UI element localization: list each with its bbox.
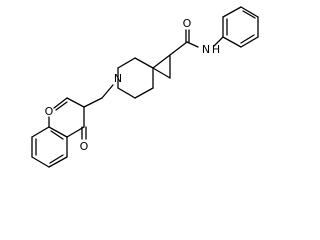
molecule-canvas: O N H N O O: [31, 6, 259, 168]
piperidine-nitrogen-label: N: [114, 72, 122, 85]
bond-n-ch2: [101, 84, 114, 99]
cyclopropane-ring: [152, 54, 171, 79]
phenyl-ring: [222, 6, 259, 48]
amide-hydrogen-label: H: [212, 43, 220, 56]
bond-n-carbonyl: [186, 41, 199, 48]
molecule-structure: O N H N O O: [31, 6, 259, 168]
bonds: [31, 6, 259, 168]
bond-ch2-chromone: [83, 97, 103, 108]
atom-labels: O N H N O O: [45, 17, 220, 153]
amide-oxygen-label: O: [183, 17, 192, 30]
piperidine-ring: [117, 57, 154, 99]
ketone-oxygen-label: O: [80, 140, 89, 153]
benzo-ring: [31, 126, 68, 168]
bond-carbonyl-cyclopropane: [169, 41, 188, 56]
amide-nitrogen-label: N: [202, 43, 210, 56]
ring-oxygen-label: O: [45, 105, 54, 118]
ketone-double-bond: [81, 126, 87, 140]
carbonyl-double-bond: [185, 29, 190, 43]
bond-n-phenyl: [213, 36, 224, 47]
pyranone-ring: [48, 97, 85, 138]
